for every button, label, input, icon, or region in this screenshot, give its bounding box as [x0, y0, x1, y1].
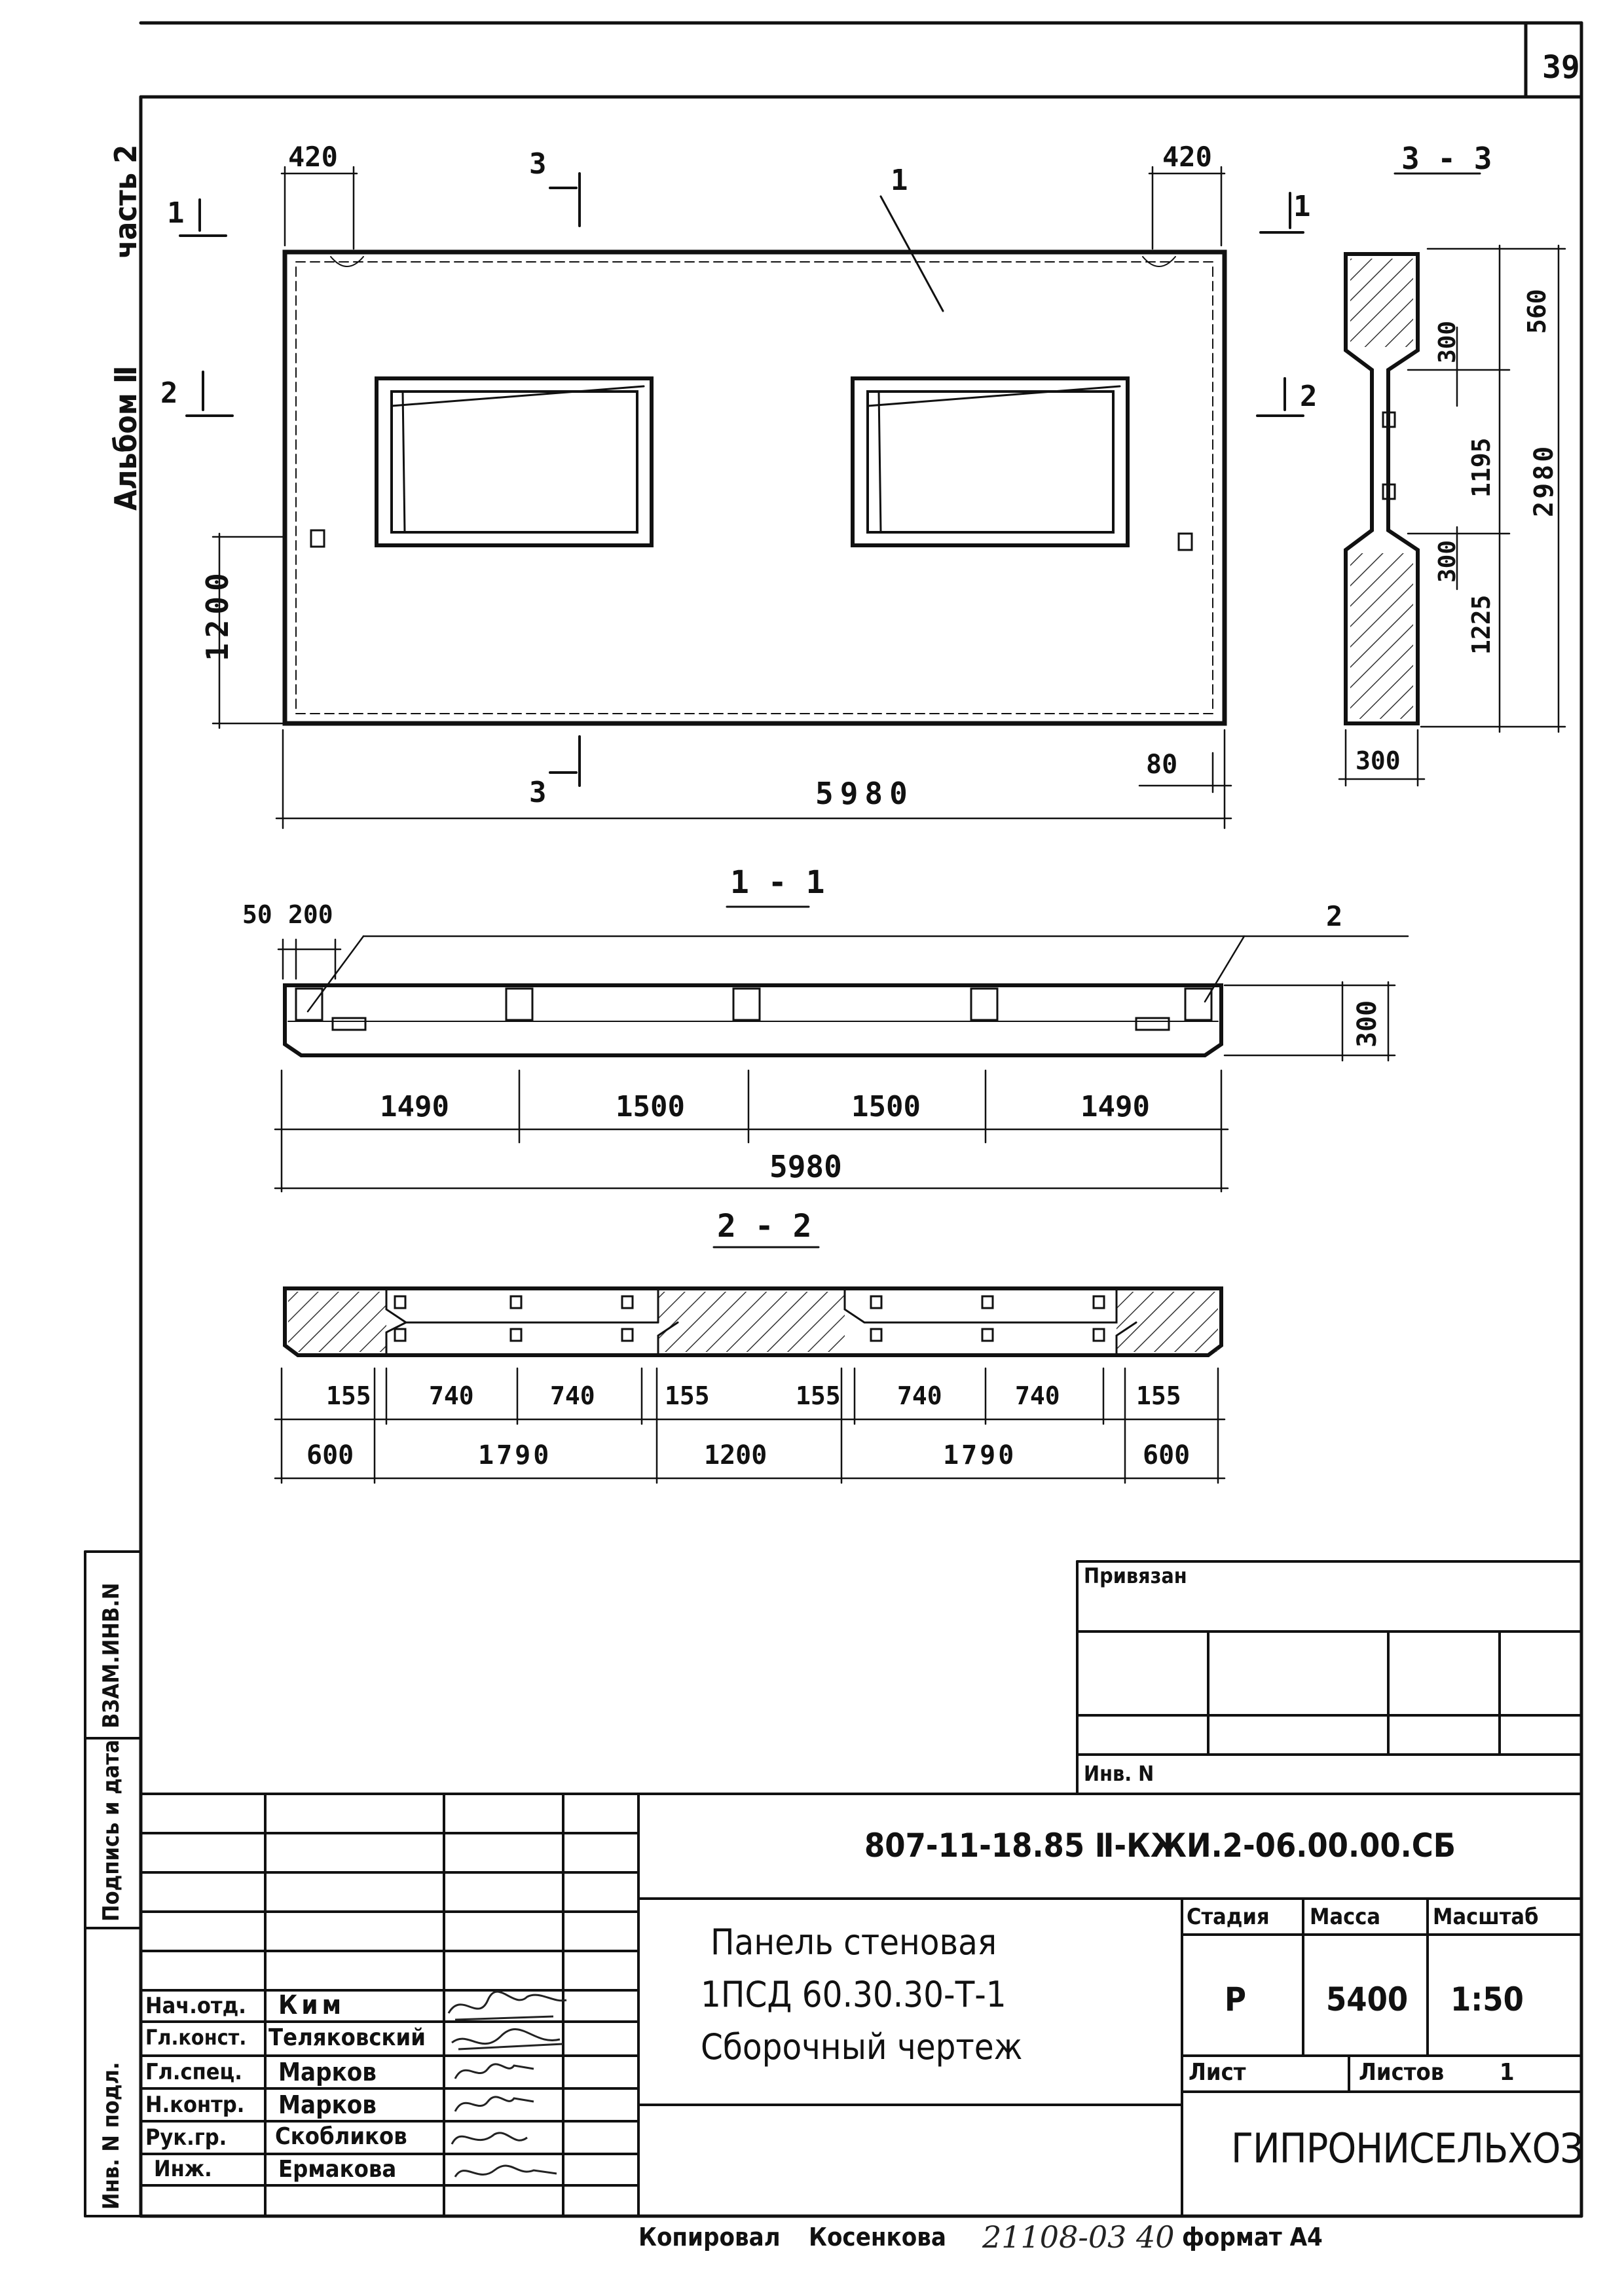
sheet-frame [139, 21, 1583, 2218]
podpis-data-label: Подпись и дата [98, 1740, 124, 1922]
scale-value: 1:50 [1450, 1980, 1524, 2018]
name-ermakova: Ермакова [278, 2156, 397, 2183]
role-gl-konst: Гл.конст. [145, 2025, 247, 2050]
section-mark-3-bottom: 3 [529, 776, 547, 809]
name-markov-2: Марков [278, 2090, 377, 2119]
dim-1490-a: 1490 [380, 1090, 449, 1123]
dim-1200-section-2-2: 1200 [704, 1440, 767, 1470]
section-2-2 [274, 1246, 1226, 1484]
product-name-line-3: Сборочный чертеж [701, 2026, 1023, 2068]
name-telyakovsky: Теляковский [268, 2024, 426, 2051]
name-markov-1: Марков [278, 2058, 377, 2086]
dim-300-width: 300 [1356, 746, 1401, 775]
role-nach-otd: Нач.отд. [145, 1993, 246, 2019]
dim-50: 50 [242, 900, 272, 929]
part-label: часть 2 [108, 144, 143, 259]
dim-740-c: 740 [897, 1381, 942, 1410]
role-ruk-gr: Рук.гр. [145, 2124, 227, 2151]
section-mark-2-right: 2 [1300, 380, 1318, 413]
signatures [447, 1990, 567, 2178]
role-inzh: Инж. [154, 2156, 212, 2182]
section-2-2-title: 2 - 2 [717, 1208, 812, 1245]
dim-1490-b: 1490 [1080, 1090, 1150, 1123]
dim-600-a: 600 [306, 1440, 354, 1470]
name-skoblikov: Скобликов [275, 2123, 407, 2150]
product-name-line-1: Панель стеновая [710, 1922, 997, 1963]
callout-2: 2 [1326, 900, 1343, 932]
dim-740-a: 740 [429, 1381, 474, 1410]
section-1-1-title: 1 - 1 [730, 864, 825, 901]
section-1-1 [274, 905, 1409, 1193]
dim-740-b: 740 [550, 1381, 595, 1410]
callout-1: 1 [891, 164, 908, 197]
inv-podl-label: Инв. N подл. [98, 2062, 124, 2210]
sheet-number: 39 [1542, 49, 1580, 86]
dim-80: 80 [1146, 750, 1178, 780]
dim-1195: 1195 [1467, 437, 1496, 498]
dim-420-left: 420 [288, 141, 338, 173]
stage-label: Стадия [1187, 1904, 1270, 1930]
sheet-label: Лист [1189, 2059, 1246, 2086]
dim-1790-b: 1790 [943, 1440, 1017, 1470]
privyazan-label: Привязан [1084, 1563, 1187, 1588]
copied-label: Копировал [638, 2223, 781, 2251]
dim-1500-a: 1500 [616, 1090, 685, 1123]
section-mark-1-right: 1 [1293, 190, 1311, 223]
dim-155-c: 155 [796, 1381, 841, 1410]
sheets-label: Листов [1359, 2059, 1445, 2086]
elevation-view [179, 166, 1304, 829]
product-name-line-2: 1ПСД 60.30.30-Т-1 [701, 1974, 1006, 2015]
format-label: формат А4 [1182, 2223, 1323, 2251]
dim-155-a: 155 [326, 1381, 371, 1410]
dim-5980-elevation: 5980 [815, 776, 914, 811]
side-strip [84, 1550, 142, 2217]
section-3-3-title: 3 - 3 [1401, 141, 1492, 176]
dim-1790-a: 1790 [478, 1440, 552, 1470]
dim-1500-b: 1500 [851, 1090, 921, 1123]
dim-1225: 1225 [1467, 594, 1496, 655]
dim-5980-section-1-1: 5980 [769, 1149, 842, 1184]
dim-420-right: 420 [1162, 141, 1212, 173]
role-n-kontr: Н.контр. [145, 2092, 245, 2118]
handwritten-number: 21108-03 40 [982, 2219, 1175, 2255]
dim-300-section-1-1: 300 [1352, 1000, 1382, 1048]
section-mark-2-left: 2 [160, 376, 178, 410]
dim-560: 560 [1522, 289, 1551, 334]
dim-2980: 2980 [1529, 443, 1559, 517]
title-block-lines [139, 1560, 1583, 2217]
mass-value: 5400 [1326, 1980, 1409, 2018]
sheets-value: 1 [1500, 2059, 1515, 2086]
dim-155-b: 155 [665, 1381, 710, 1410]
dim-600-b: 600 [1143, 1440, 1190, 1470]
dim-740-d: 740 [1015, 1381, 1060, 1410]
album-label: Альбом Ⅱ [108, 365, 143, 511]
vzam-inv-label: ВЗАМ.ИНВ.N [98, 1582, 124, 1728]
section-mark-3-top: 3 [529, 147, 547, 181]
copied-name: Косенкова [809, 2223, 946, 2251]
role-gl-spec: Гл.спец. [145, 2059, 242, 2085]
dim-300-bottom: 300 [1434, 539, 1461, 583]
dim-200: 200 [288, 900, 333, 929]
dim-300-top: 300 [1434, 320, 1461, 363]
document-code: 807-11-18.85 Ⅱ-КЖИ.2-06.00.00.СБ [864, 1827, 1456, 1865]
organization-name: ГИПРОНИСЕЛЬХОЗ [1231, 2124, 1583, 2172]
section-3-3 [1338, 172, 1566, 787]
mass-label: Масса [1310, 1904, 1380, 1930]
inv-n-label: Инв. N [1084, 1761, 1154, 1786]
stage-value: Р [1225, 1980, 1246, 2018]
section-mark-1-left: 1 [167, 196, 185, 230]
dim-155-d: 155 [1136, 1381, 1181, 1410]
scale-label: Масштаб [1433, 1904, 1539, 1930]
name-kim: Ким [278, 1990, 346, 2020]
dim-1200-left: 1200 [200, 568, 235, 661]
